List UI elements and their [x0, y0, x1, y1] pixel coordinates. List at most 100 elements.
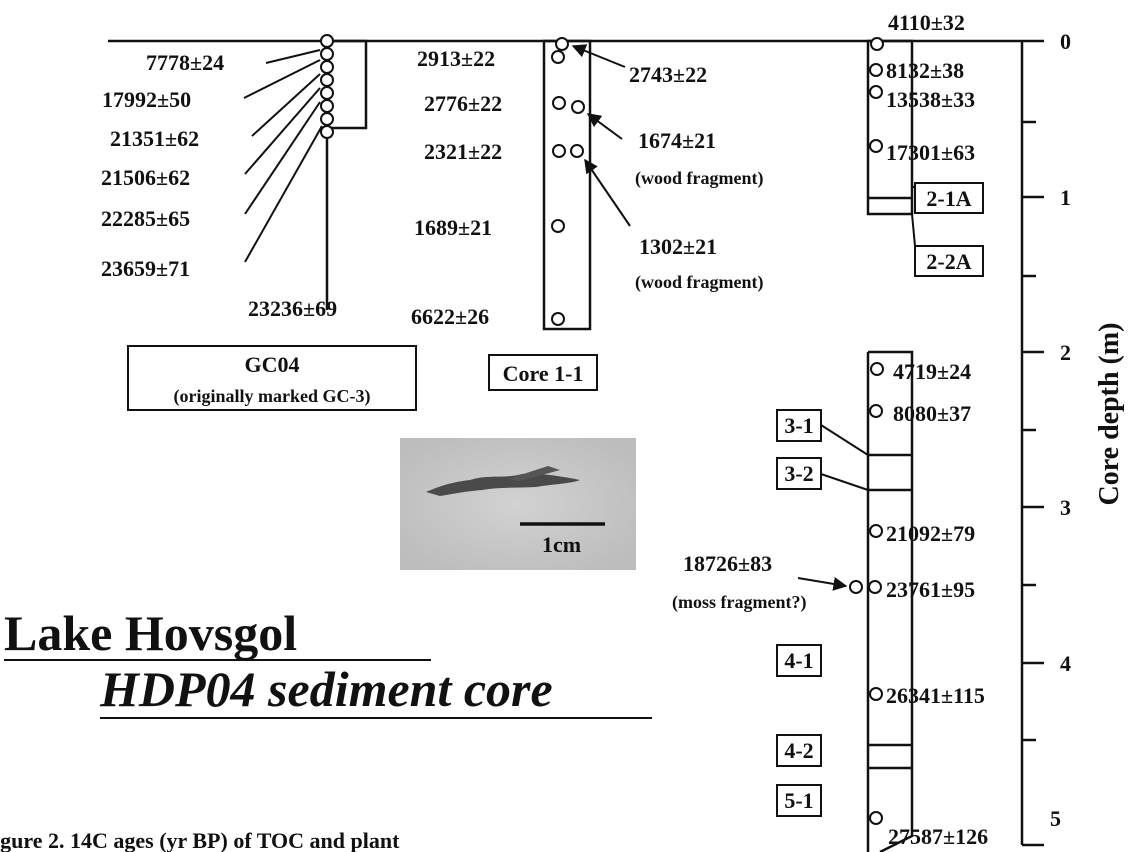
core11-arrow [571, 44, 626, 68]
core11-date: 2776±22 [424, 91, 502, 116]
section-label: 2-2A [926, 249, 971, 274]
gc04-date: 7778±24 [146, 50, 224, 75]
gc04-leader-line [244, 101, 321, 215]
section-label-box [914, 182, 984, 214]
core11-arrow [584, 158, 631, 227]
hdp-lower-column [866, 350, 914, 852]
core11-core: 2913±22 2776±22 2321±22 1689±21 6622±26 … [411, 37, 763, 391]
core11-wood-note: (wood fragment) [635, 168, 763, 189]
core11-date: 1302±21 [639, 234, 717, 259]
axis-tick-label: 1 [1060, 185, 1071, 210]
title-line2: HDP04 sediment core [99, 661, 553, 717]
section-label: 3-1 [784, 413, 813, 438]
core11-sample-circle [571, 100, 585, 114]
core11-sample-circle [551, 219, 565, 233]
hdp-sample-circle [869, 139, 883, 153]
core11-name: Core 1-1 [503, 361, 584, 386]
gc04-sample-circle [320, 34, 334, 48]
section-leader [820, 473, 869, 491]
core11-label-box [488, 354, 598, 391]
section-leader [820, 424, 869, 456]
gc04-date: 23659±71 [101, 256, 190, 281]
section-label-box [776, 457, 822, 490]
title-line1: Lake Hovsgol [4, 605, 297, 661]
section-label-box [776, 734, 822, 767]
moss-fragment-image [508, 466, 560, 481]
core11-date: 2913±22 [417, 46, 495, 71]
core11-date: 1689±21 [414, 215, 492, 240]
hdp-date: 17301±63 [886, 140, 975, 165]
core11-wood-note: (wood fragment) [635, 272, 763, 293]
gc04-label-box [127, 345, 417, 411]
title-block: Lake Hovsgol HDP04 sediment core [4, 605, 652, 719]
core11-date: 6622±26 [411, 304, 489, 329]
core11-sample-circle [551, 50, 565, 64]
gc04-leader-line [243, 59, 321, 99]
gc04-sample-circle [320, 99, 334, 113]
gc04-date: 17992±50 [102, 87, 191, 112]
hdp-sample-circle [869, 811, 883, 825]
core11-sample-circle [552, 144, 566, 158]
gc04-leader-line [244, 87, 321, 175]
core11-date: 2321±22 [424, 139, 502, 164]
section-leader [911, 213, 916, 247]
axis-tick-label: 0 [1060, 29, 1071, 54]
gc04-note: (originally marked GC-3) [174, 386, 371, 407]
gc04-sample-circle [320, 73, 334, 87]
hdp-date: 8080±37 [893, 401, 971, 426]
gc04-date: 21351±62 [110, 126, 199, 151]
hdp-moss-note: (moss fragment?) [672, 592, 806, 613]
hdp-sample-circle [869, 85, 883, 99]
section-label-box [776, 644, 822, 677]
moss-fragment-image [426, 473, 580, 496]
gc04-date: 22285±65 [101, 206, 190, 231]
hdp-date: 21092±79 [886, 521, 975, 546]
hdp-date: 13538±33 [886, 87, 975, 112]
hdp-date: 4110±32 [888, 10, 965, 35]
gc04-date: 23236±69 [248, 296, 337, 321]
section-label-box [914, 245, 984, 277]
hdp-lower-core: 4719±24 8080±37 21092±79 23761±95 26341±… [672, 350, 988, 852]
core11-sample-circle [570, 144, 584, 158]
core11-core-column [542, 39, 592, 331]
axis-tick-label: 4 [1060, 651, 1071, 676]
photo-background [400, 438, 636, 570]
hdp-date: 27587±126 [888, 824, 988, 849]
gc04-sample-circle [320, 47, 334, 61]
section-label: 5-1 [784, 788, 813, 813]
section-label-box [776, 784, 822, 817]
section-label: 4-1 [784, 648, 813, 673]
hdp-moss-date: 18726±83 [683, 551, 772, 576]
gc04-leader-line [265, 49, 321, 64]
hdp-date: 4719±24 [893, 359, 971, 384]
axis-tick-label: 3 [1060, 495, 1071, 520]
fragment-photo: 1cm [400, 438, 636, 570]
axis-tick-label: 2 [1060, 340, 1071, 365]
scale-label: 1cm [542, 532, 581, 557]
core11-date: 1674±21 [638, 128, 716, 153]
section-label: 3-2 [784, 461, 813, 486]
gc04-leader-line [251, 73, 321, 137]
core11-sample-circle [551, 312, 565, 326]
hdp-sample-circle [849, 580, 863, 594]
section-label: 2-1A [926, 186, 971, 211]
hdp-sample-circle [868, 580, 882, 594]
caption-fragment: igure 2. 14C ages (yr BP) of TOC and pla… [0, 828, 400, 852]
gc04-core-column [320, 39, 368, 130]
gc04-sample-circle [320, 112, 334, 126]
depth-axis: 0 1 2 3 4 5 Core depth (m) [1020, 29, 1125, 847]
hdp-date: 8132±38 [886, 58, 964, 83]
moss-arrow [797, 577, 848, 591]
hdp-upper-column [866, 39, 914, 216]
core11-date: 2743±22 [629, 62, 707, 87]
gc04-date: 21506±62 [101, 165, 190, 190]
hdp-sample-circle [869, 524, 883, 538]
hdp-date: 26341±115 [886, 683, 985, 708]
hdp-upper-core: 4110±32 8132±38 13538±33 17301±63 2-1A 2… [866, 10, 984, 277]
hdp-sample-circle [870, 362, 884, 376]
hdp-date: 23761±95 [886, 577, 975, 602]
gc04-sample-circle [320, 60, 334, 74]
section-label: 4-2 [784, 738, 813, 763]
gc04-sample-circle [320, 125, 334, 139]
